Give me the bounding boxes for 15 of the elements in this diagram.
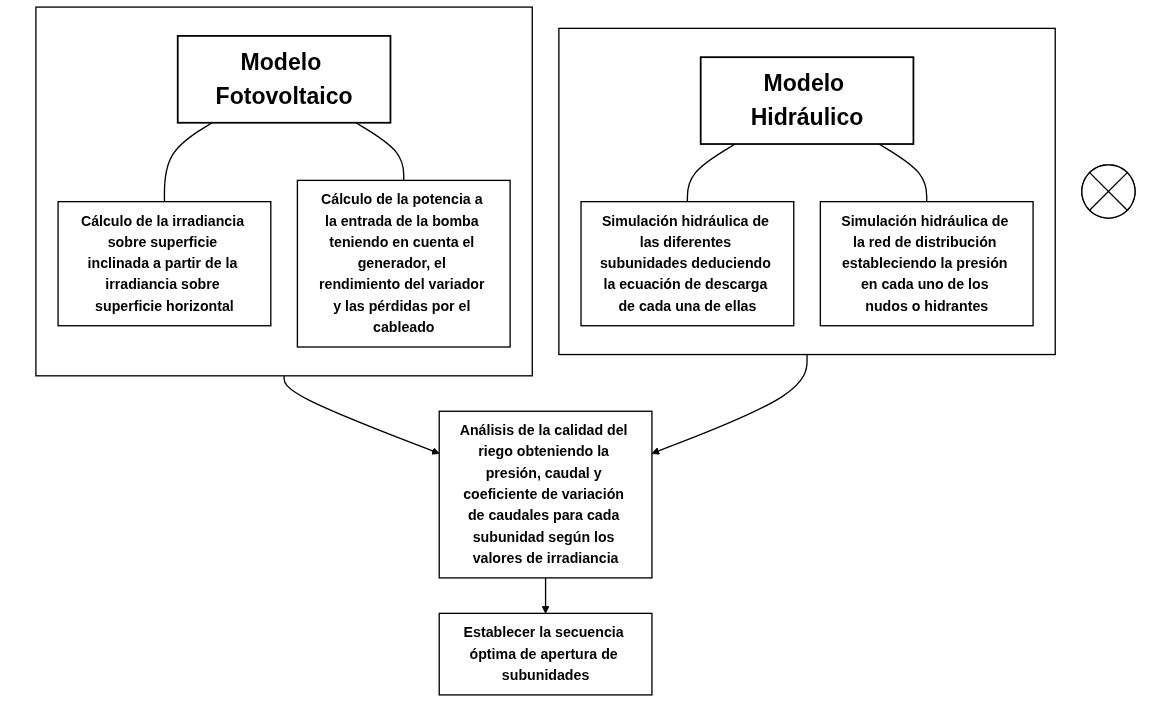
connector — [355, 122, 405, 182]
node-box: Modelo Hidráulico — [699, 56, 915, 145]
arrow — [651, 353, 808, 455]
node-box: Análisis de la calidad del riego obteniendo la presión, caudal y coeficiente de variación de caudales para cada subunidad según los valores de irradiancia — [438, 410, 653, 579]
node-box: Simulación hidráulica de las diferentes subunidades deduciendo la ecuación de descarga de cada una de ellas — [580, 201, 795, 327]
connector — [686, 143, 736, 203]
connector — [163, 122, 213, 203]
arrow — [541, 577, 550, 614]
connector — [878, 143, 928, 203]
node-box: Modelo Fotovoltaico — [176, 35, 392, 124]
node-box: Cálculo de la irradiancia sobre superficie inclinada a partir de la irradiancia sobre superficie horizontal — [57, 201, 272, 327]
node-box: Establecer la secuencia óptima de apertura de subunidades — [438, 612, 653, 696]
node-box: Simulación hidráulica de la red de distribución estableciendo la presión en cada uno de los nudos o hidrantes — [819, 201, 1034, 327]
node-box: Cálculo de la potencia a la entrada de la bomba teniendo en cuenta el generador, el rendimiento del variador y las pérdidas por el cableado — [296, 179, 511, 348]
arrow — [283, 375, 440, 455]
